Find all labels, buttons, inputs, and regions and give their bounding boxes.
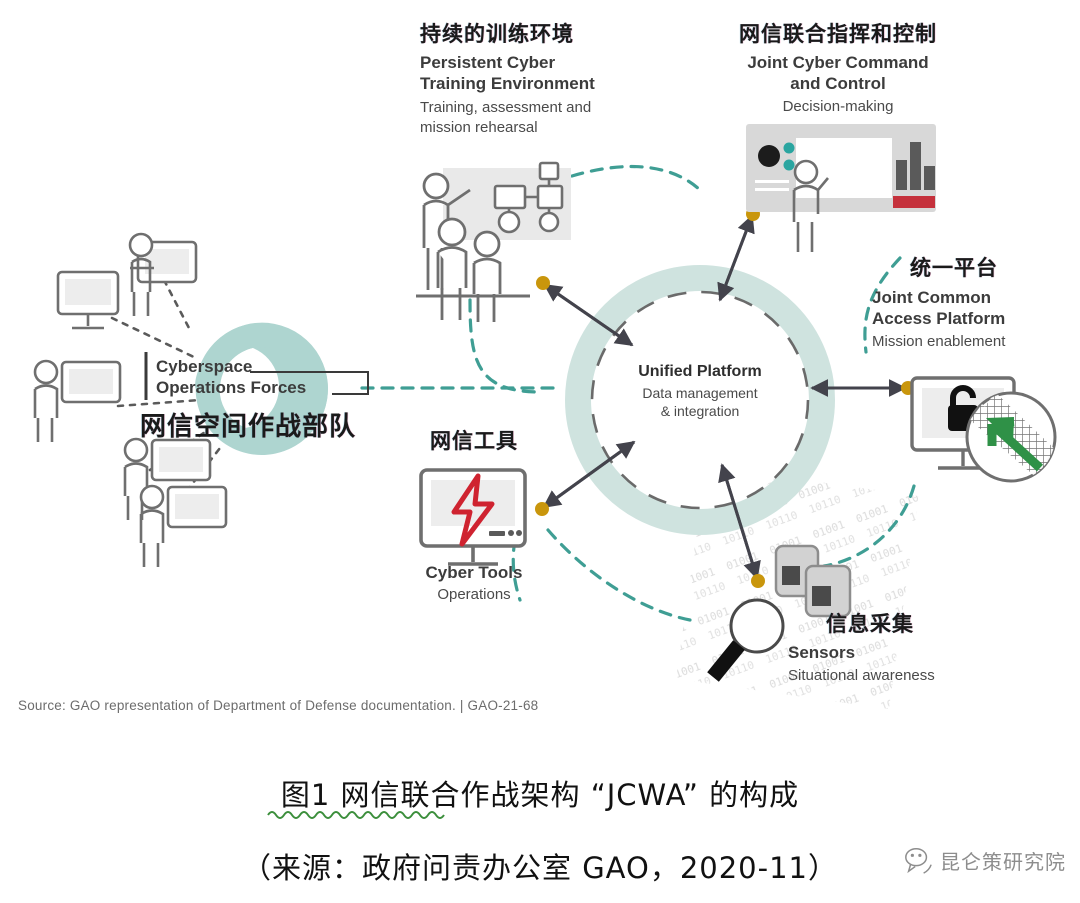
watermark-text: 昆仑策研究院: [940, 849, 1066, 874]
node-sublabel-2: mission rehearsal: [420, 119, 538, 136]
command-bar-chart: [896, 142, 935, 190]
node-sensors[interactable]: 信息采集 Sensors Situational awareness: [788, 608, 935, 686]
node-joint-cyber-command-and-control[interactable]: 网信联合指挥和控制 Joint Cyber Command and Contro…: [708, 18, 968, 117]
node-label-en-2: and Control: [790, 74, 886, 93]
node-label-cn: 网信联合指挥和控制: [739, 22, 937, 46]
node-label-cn: 持续的训练环境: [420, 22, 574, 46]
lightning-bolt-icon: [451, 473, 495, 547]
node-label-en-1: Cyber Tools: [425, 563, 523, 582]
node-joint-common-access-platform[interactable]: 统一平台 Joint Common Access Platform Missio…: [872, 252, 1005, 352]
node-label-en-2: Training Environment: [420, 74, 595, 93]
node-cyberspace-operations-forces[interactable]: Cyberspace Operations Forces: [156, 356, 306, 398]
people-workstations-icon: [33, 232, 369, 567]
figure-caption-line-2: （来源：政府问责办公室 GAO，2020-11）: [241, 851, 838, 885]
wechat-account-icon: [905, 848, 932, 874]
node-sublabel-1: Situational awareness: [788, 667, 935, 684]
sensor-cards: [774, 544, 852, 618]
operator-4: [139, 484, 228, 567]
node-cof-label-cn[interactable]: 网信空间作战部队: [140, 406, 356, 443]
node-sublabel-1: Mission enablement: [872, 333, 1006, 350]
operator-3: [123, 437, 212, 520]
connector-jcap-to-sensors: [822, 484, 916, 568]
node-persistent-cyber-training-environment[interactable]: 持续的训练环境 Persistent Cyber Training Enviro…: [420, 18, 595, 138]
unified-platform-label: Unified Platform Data management & integ…: [610, 362, 790, 420]
node-label-cn: 信息采集: [826, 612, 914, 636]
padlock-icon: [948, 385, 978, 431]
magnifier-icon: [707, 598, 785, 682]
monitor-bolt-icon: [419, 468, 527, 566]
globe-arrow-icon: [965, 391, 1057, 483]
node-label-cn: 网信工具: [430, 429, 518, 453]
node-label-en-1: Cyberspace: [156, 357, 253, 376]
node-cyber-tools-text[interactable]: Cyber Tools Operations: [400, 562, 548, 605]
operator-1: [128, 232, 198, 316]
node-sublabel-1: Decision-making: [782, 98, 894, 115]
node-label-en-1: Persistent Cyber: [420, 53, 556, 72]
center-sub-2: & integration: [660, 403, 740, 419]
monitor-controls: [489, 530, 522, 536]
node-label-en-1: Joint Common: [872, 288, 991, 307]
node-label-en-1: Joint Cyber Command: [747, 53, 929, 72]
node-label-en-2: Access Platform: [872, 309, 1006, 328]
training-board-icon: [416, 161, 571, 322]
node-label-en-2: Operations Forces: [156, 378, 307, 397]
node-sublabel-1: Training, assessment and: [420, 99, 592, 116]
command-center-icon: [746, 124, 936, 252]
connector-training-to-command: [570, 164, 702, 192]
node-label-cn: 网信空间作战部队: [140, 412, 357, 442]
node-label-en-1: Sensors: [788, 643, 856, 662]
watermark: 昆仑策研究院: [903, 845, 1066, 875]
node-label-cn: 统一平台: [910, 256, 998, 280]
operator-2: [33, 359, 122, 442]
center-title: Unified Platform: [638, 363, 762, 380]
node-sublabel-1: Operations: [437, 586, 511, 603]
source-note: Source: GAO representation of Department…: [18, 698, 539, 713]
node-cyber-tools[interactable]: 网信工具: [408, 425, 540, 455]
workstation-monitor-1: [56, 270, 120, 330]
monitor-lock-globe-icon: [910, 376, 1057, 483]
center-sub-1: Data management: [642, 385, 758, 401]
connector-training-to-center: [468, 298, 542, 394]
figure-caption-line-1: 图1 网信联合作战架构 “JCWA” 的构成: [280, 778, 800, 812]
connector-sensors-to-tools: [546, 528, 692, 622]
